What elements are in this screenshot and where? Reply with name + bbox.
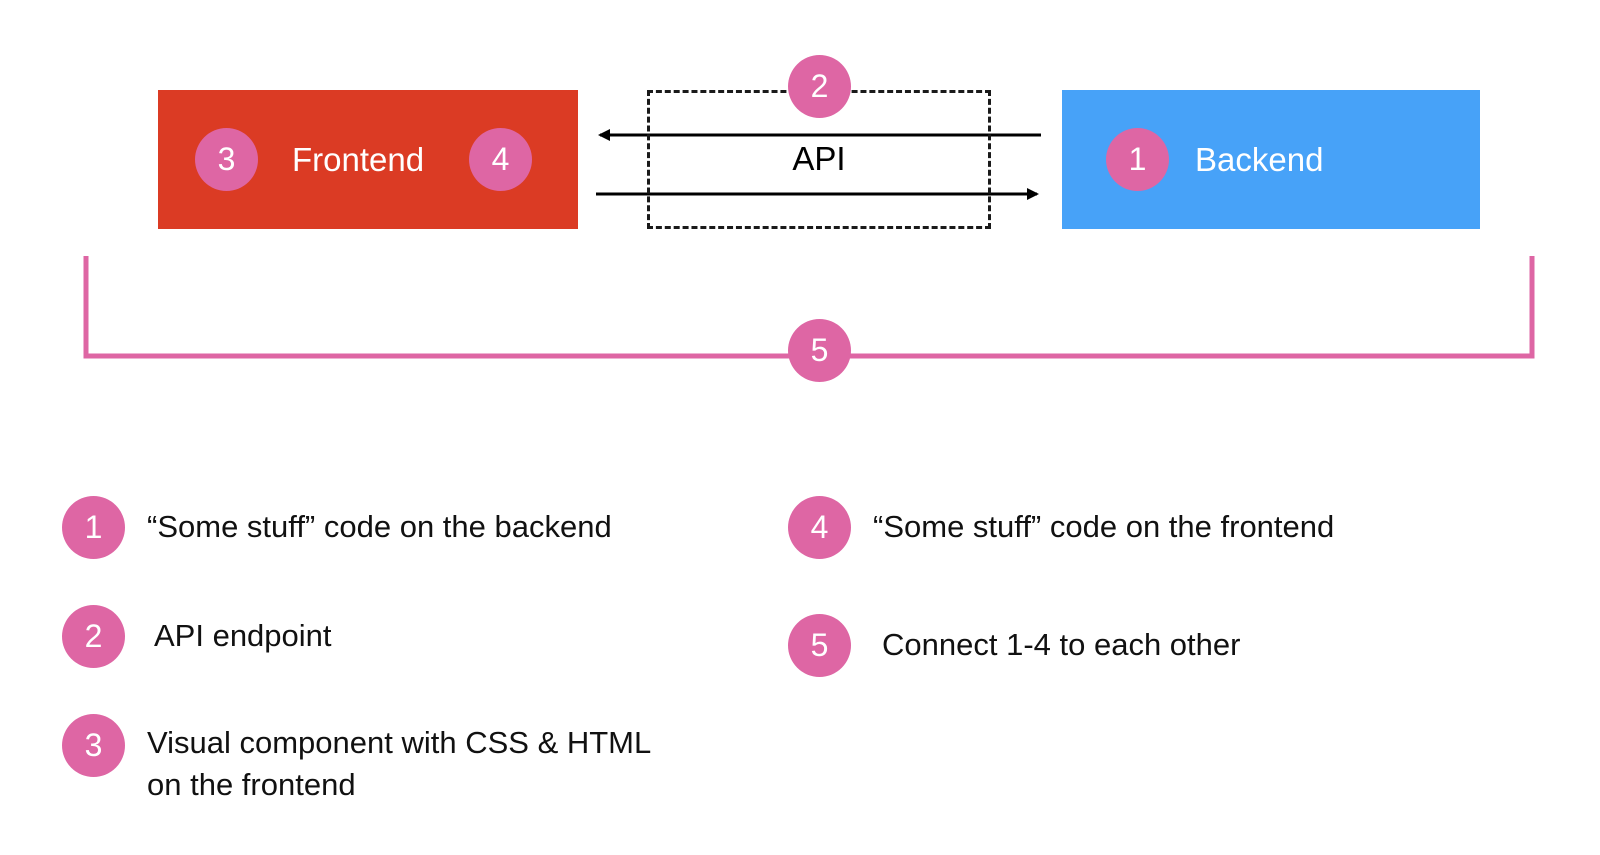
frontend-box: 3 Frontend 4 xyxy=(158,90,578,229)
legend-badge-3: 3 xyxy=(62,714,125,777)
api-badge-2: 2 xyxy=(788,55,851,118)
legend-text-1: “Some stuff” code on the backend xyxy=(147,509,612,544)
legend-text-3-line1: Visual component with CSS & HTML xyxy=(147,725,652,760)
legend-text-3: Visual component with CSS & HTML on the … xyxy=(147,714,651,806)
legend-text-4: “Some stuff” code on the frontend xyxy=(873,509,1335,544)
legend-item-3: 3 Visual component with CSS & HTML on th… xyxy=(62,714,651,806)
legend-item-4: 4 “Some stuff” code on the frontend xyxy=(788,496,1334,559)
frontend-label: Frontend xyxy=(292,140,425,178)
legend-badge-4: 4 xyxy=(788,496,851,559)
legend-text-3-line2: on the frontend xyxy=(147,767,356,802)
legend-badge-2: 2 xyxy=(62,605,125,668)
backend-badge-1: 1 xyxy=(1106,128,1169,191)
legend-badge-5: 5 xyxy=(788,614,851,677)
legend-item-5: 5 Connect 1-4 to each other xyxy=(788,614,1240,677)
connector-badge-5: 5 xyxy=(788,319,851,382)
frontend-badge-3: 3 xyxy=(195,128,258,191)
legend-text-5: Connect 1-4 to each other xyxy=(882,627,1241,662)
backend-label: Backend xyxy=(1195,140,1324,178)
legend-item-1: 1 “Some stuff” code on the backend xyxy=(62,496,612,559)
legend-text-2: API endpoint xyxy=(154,618,332,653)
backend-box: 1 Backend xyxy=(1062,90,1480,229)
legend-badge-1: 1 xyxy=(62,496,125,559)
frontend-badge-4: 4 xyxy=(469,128,532,191)
legend-item-2: 2 API endpoint xyxy=(62,605,332,668)
api-label: API xyxy=(792,140,846,177)
